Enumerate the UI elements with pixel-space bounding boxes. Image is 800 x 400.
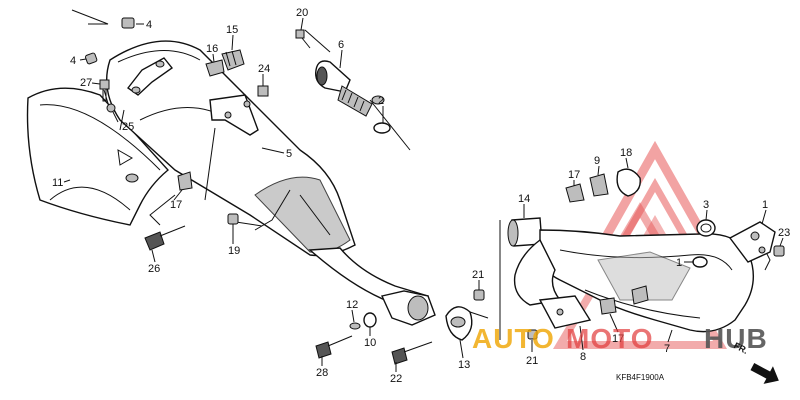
callout-17-bottom: 17 [612,333,624,345]
callout-17-left: 17 [170,199,182,211]
tail-pipe-part [295,29,391,134]
front-arrow-icon [750,363,779,384]
callout-27: 27 [80,77,92,89]
callout-17-mid: 17 [568,169,580,181]
callout-21-bottom: 21 [526,355,538,367]
callout-leaders [63,17,784,372]
callout-28: 28 [316,367,328,379]
callout-1-left: 1 [676,257,682,269]
callout-25: 25 [122,121,134,133]
callout-20: 20 [296,7,308,19]
small-fasteners-left [84,17,269,251]
callout-11: 11 [52,177,63,189]
watermark-text: AUTO MOTO HUB [472,323,768,354]
callout-22: 22 [390,373,402,385]
muffler-part [105,40,436,326]
callout-8: 8 [580,351,586,363]
callout-numbers: 4 4 27 25 11 17 26 16 15 24 5 19 20 6 2 … [52,7,790,385]
callout-3: 3 [703,199,709,211]
heat-shield-part [26,87,170,226]
watermark-part-hub: HUB [704,323,768,354]
leader-lines [71,9,771,340]
diagram-code: KFB4F1900A [616,373,665,382]
callout-24: 24 [258,63,270,75]
callout-10: 10 [364,337,376,349]
callout-19: 19 [228,245,240,257]
callout-26: 26 [148,263,160,275]
callout-6: 6 [338,39,344,51]
callout-4-top: 4 [146,19,152,31]
callout-1-right: 1 [762,199,768,211]
small-fasteners-middle [315,289,538,365]
callout-5: 5 [286,148,292,160]
watermark-part-auto: AUTO [472,323,555,354]
callout-16: 16 [206,43,218,55]
callout-12: 12 [346,299,358,311]
callout-21-top: 21 [472,269,484,281]
callout-14: 14 [518,193,530,205]
callout-9: 9 [594,155,600,167]
callout-15: 15 [226,24,238,36]
watermark-part-moto: MOTO [566,323,653,354]
callout-7: 7 [664,343,670,355]
callout-23: 23 [778,227,790,239]
callout-18: 18 [620,147,632,159]
callout-4-left: 4 [70,55,76,67]
callout-2: 2 [378,95,384,107]
callout-13: 13 [458,359,470,371]
exhaust-pipe-part [507,168,785,333]
